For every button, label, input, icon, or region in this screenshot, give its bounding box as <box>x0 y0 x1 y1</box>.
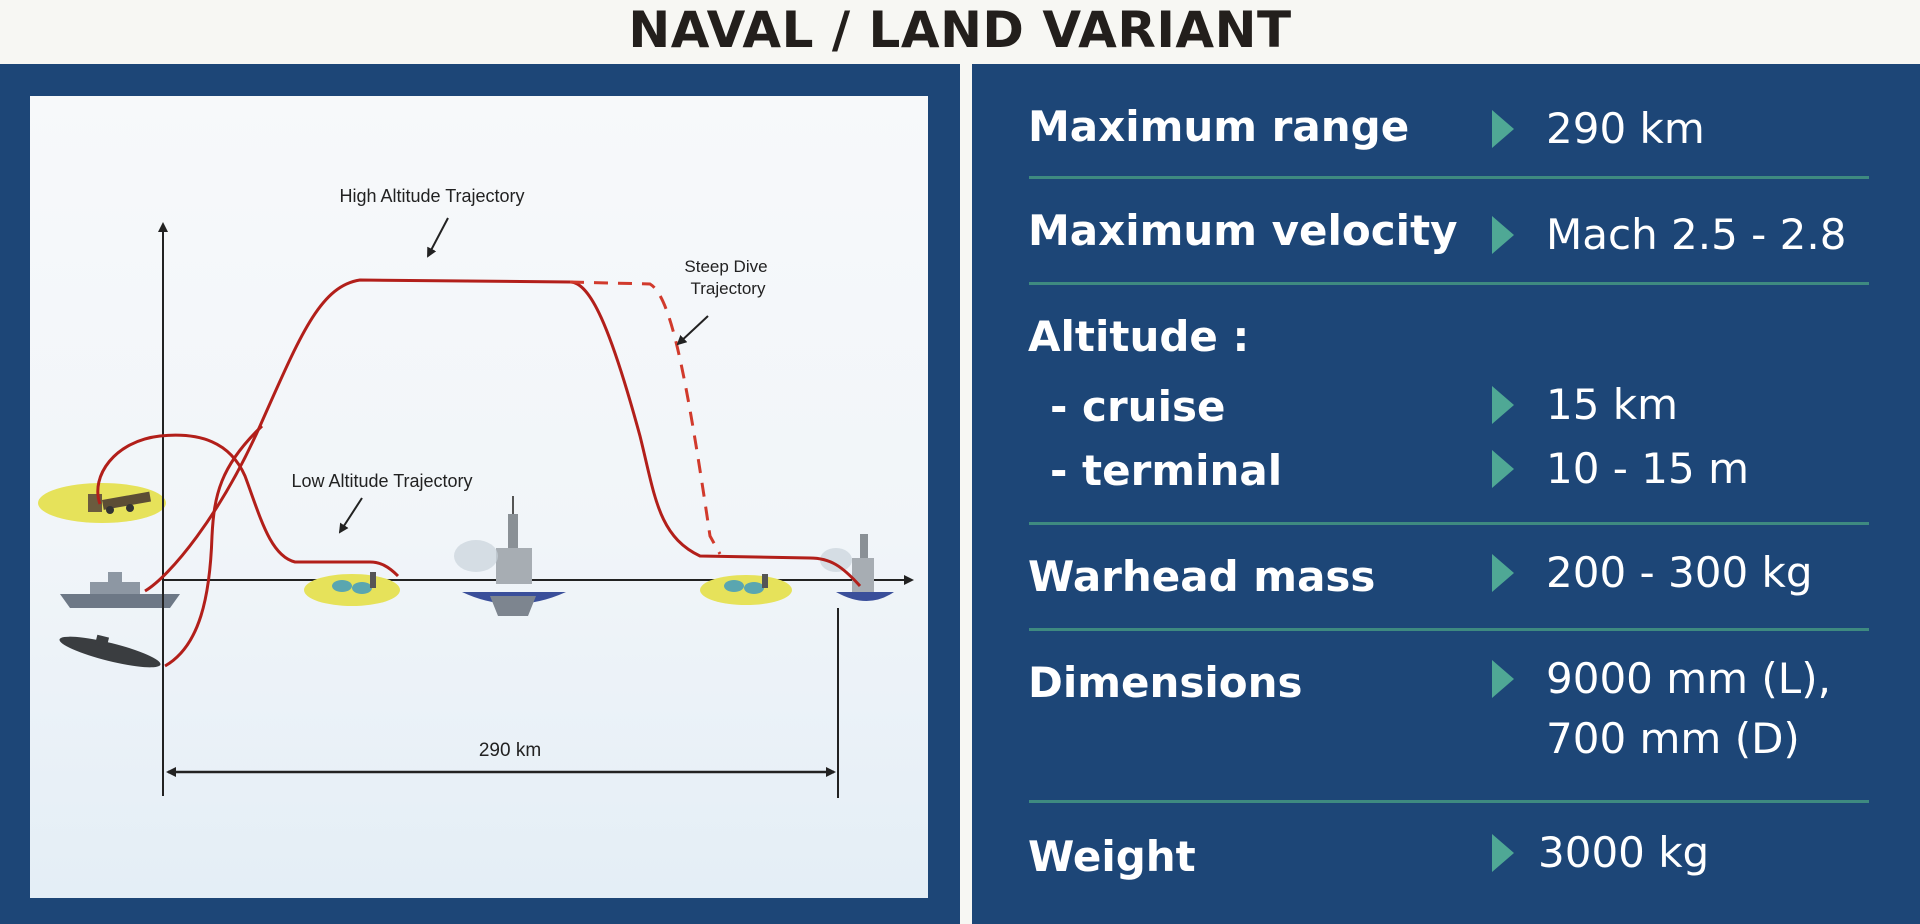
divider <box>1029 800 1869 803</box>
spec-label-max-range: Maximum range <box>1028 102 1410 151</box>
low-altitude-label: Low Altitude Trajectory <box>291 471 472 491</box>
bullet-icon <box>1492 450 1514 488</box>
high-altitude-trajectory <box>144 278 862 593</box>
divider <box>1029 628 1869 631</box>
target-ship-icon-2 <box>820 534 894 601</box>
diagram-panel: High Altitude Trajectory Steep Dive Traj… <box>0 64 960 924</box>
spec-value-dimensions-line2: 700 mm (D) <box>1546 714 1800 763</box>
bullet-icon <box>1492 386 1514 424</box>
spec-value-weight: 3000 kg <box>1538 828 1710 877</box>
steep-dive-trajectory <box>569 280 722 555</box>
high-altitude-arrow <box>427 217 449 258</box>
page-title: NAVAL / LAND VARIANT <box>628 1 1292 59</box>
spec-value-dimensions-line1: 9000 mm (L), <box>1546 654 1831 703</box>
divider <box>1029 522 1869 525</box>
bullet-icon <box>1492 216 1514 254</box>
low-altitude-arrow <box>338 497 363 534</box>
divider <box>1029 282 1869 285</box>
spec-label-altitude: Altitude : <box>1028 312 1250 361</box>
subsurface-trajectory <box>164 424 264 668</box>
trajectory-svg: High Altitude Trajectory Steep Dive Traj… <box>38 186 914 798</box>
steep-dive-label: Steep Dive <box>684 257 767 276</box>
bullet-icon <box>1492 110 1514 148</box>
spec-value-max-velocity: Mach 2.5 - 2.8 <box>1546 210 1847 259</box>
bullet-icon <box>1492 554 1514 592</box>
high-altitude-label: High Altitude Trajectory <box>339 186 524 206</box>
spec-label-weight: Weight <box>1028 832 1196 881</box>
target-ship-icon <box>454 496 566 616</box>
divider <box>1029 176 1869 179</box>
spec-value-max-range: 290 km <box>1546 104 1705 153</box>
coastal-target-icon-2 <box>724 574 768 594</box>
spec-label-terminal: - terminal <box>1050 446 1283 495</box>
spec-value-terminal: 10 - 15 m <box>1546 444 1750 493</box>
bullet-icon <box>1492 834 1514 872</box>
steep-dive-label-line2: Trajectory <box>691 279 766 298</box>
bullet-icon <box>1492 660 1514 698</box>
launch-ship-icon <box>60 572 180 608</box>
spec-label-warhead-mass: Warhead mass <box>1028 552 1376 601</box>
low-altitude-trajectory <box>96 433 400 578</box>
steep-dive-arrow <box>676 315 709 346</box>
range-label: 290 km <box>479 740 541 761</box>
spec-value-cruise: 15 km <box>1546 380 1679 429</box>
coastal-target-icon <box>332 572 376 594</box>
spec-label-dimensions: Dimensions <box>1028 658 1303 707</box>
trajectory-diagram: High Altitude Trajectory Steep Dive Traj… <box>30 96 928 898</box>
target-zone-1 <box>304 574 400 606</box>
spec-label-max-velocity: Maximum velocity <box>1028 206 1458 255</box>
spec-label-cruise: - cruise <box>1050 382 1226 431</box>
spec-value-warhead-mass: 200 - 300 kg <box>1546 548 1813 597</box>
specs-panel: Maximum range 290 km Maximum velocity Ma… <box>972 64 1920 924</box>
submarine-icon <box>59 634 161 668</box>
